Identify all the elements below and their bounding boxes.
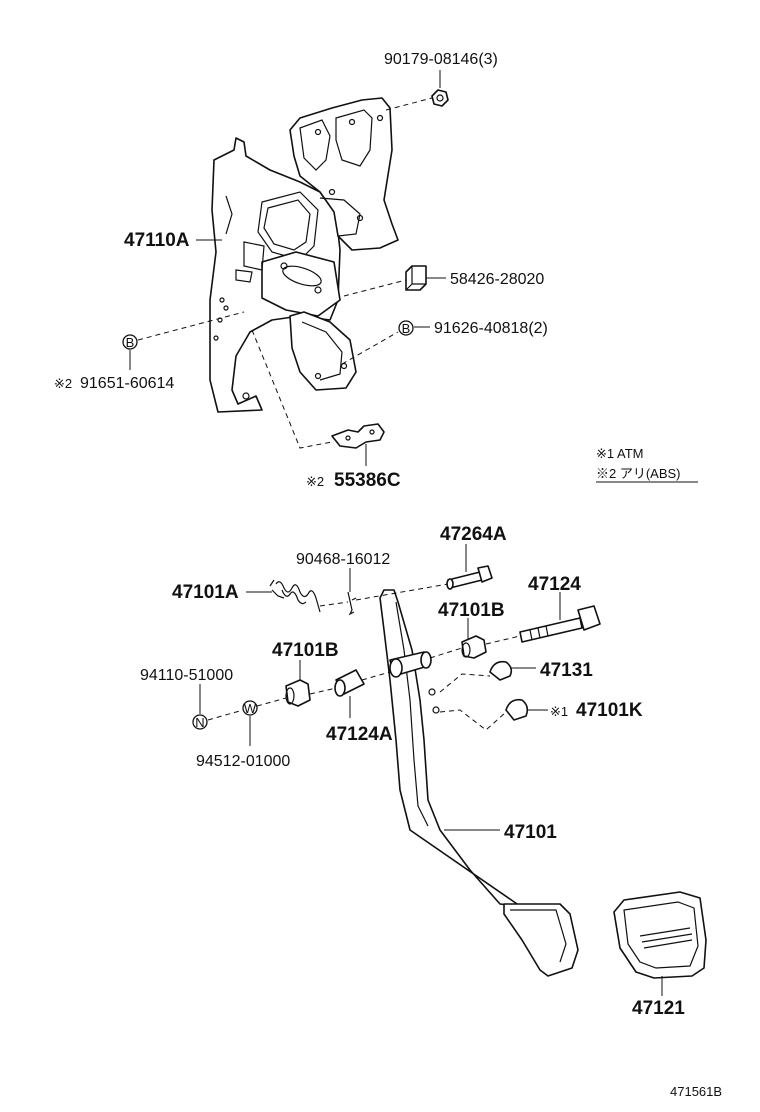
callout-w-94512: W bbox=[242, 700, 258, 716]
note-1-atm: ※1 ATM bbox=[596, 446, 644, 461]
label-91651-60614: 91651-60614 bbox=[80, 375, 174, 392]
bushing-47101b-right bbox=[461, 635, 487, 659]
callout-b-91626: B bbox=[398, 320, 414, 336]
clip-55386c bbox=[331, 423, 385, 449]
pedal-support-bracket bbox=[209, 97, 399, 413]
label-47101b-left: 47101B bbox=[272, 640, 339, 661]
label-47121: 47121 bbox=[632, 998, 685, 1019]
callout-b-91651: B bbox=[122, 334, 138, 350]
label-47124a: 47124A bbox=[326, 724, 393, 745]
pedal-pad-47121 bbox=[613, 891, 707, 979]
label-47124: 47124 bbox=[528, 574, 581, 595]
label-47101b-right: 47101B bbox=[438, 600, 505, 621]
label-90468-16012: 90468-16012 bbox=[296, 551, 390, 568]
note-mark-1-47101k: ※1 bbox=[550, 704, 568, 719]
note-mark-2-91651: ※2 bbox=[54, 376, 72, 391]
stopper-47131 bbox=[489, 660, 513, 681]
label-47101: 47101 bbox=[504, 822, 557, 843]
label-47101a: 47101A bbox=[172, 582, 239, 603]
svg-text:W: W bbox=[244, 701, 257, 716]
bolt-47124 bbox=[519, 605, 601, 643]
collar-47124a bbox=[334, 669, 365, 697]
bolt-47264a bbox=[446, 565, 493, 590]
brake-pedal-arm bbox=[379, 589, 579, 977]
label-47264a: 47264A bbox=[440, 524, 507, 545]
label-47101k: 47101K bbox=[576, 700, 643, 721]
note-2-abs: ※2 アリ(ABS) bbox=[596, 466, 681, 481]
svg-text:B: B bbox=[402, 321, 411, 336]
label-90179-08146: 90179-08146(3) bbox=[384, 51, 498, 68]
label-91626-40818: 91626-40818(2) bbox=[434, 320, 548, 337]
svg-text:N: N bbox=[195, 715, 204, 730]
label-94512-01000: 94512-01000 bbox=[196, 753, 290, 770]
label-47110a: 47110A bbox=[124, 230, 190, 251]
note-mark-2-55386c: ※2 bbox=[306, 474, 324, 489]
label-58426-28020: 58426-28020 bbox=[450, 271, 544, 288]
callout-n-94110: N bbox=[192, 714, 208, 730]
spring-47101a bbox=[269, 579, 321, 613]
pad-58426 bbox=[405, 265, 427, 291]
label-47131: 47131 bbox=[540, 660, 593, 681]
clip-90468 bbox=[347, 591, 357, 616]
label-94110-51000: 94110-51000 bbox=[140, 667, 233, 684]
bushing-47101b-left bbox=[285, 679, 311, 707]
label-55386c: 55386C bbox=[334, 470, 401, 491]
svg-text:B: B bbox=[126, 335, 135, 350]
stopper-47101k bbox=[505, 698, 529, 721]
diagram-reference: 471561B bbox=[670, 1084, 722, 1099]
nut-90179 bbox=[431, 89, 449, 107]
